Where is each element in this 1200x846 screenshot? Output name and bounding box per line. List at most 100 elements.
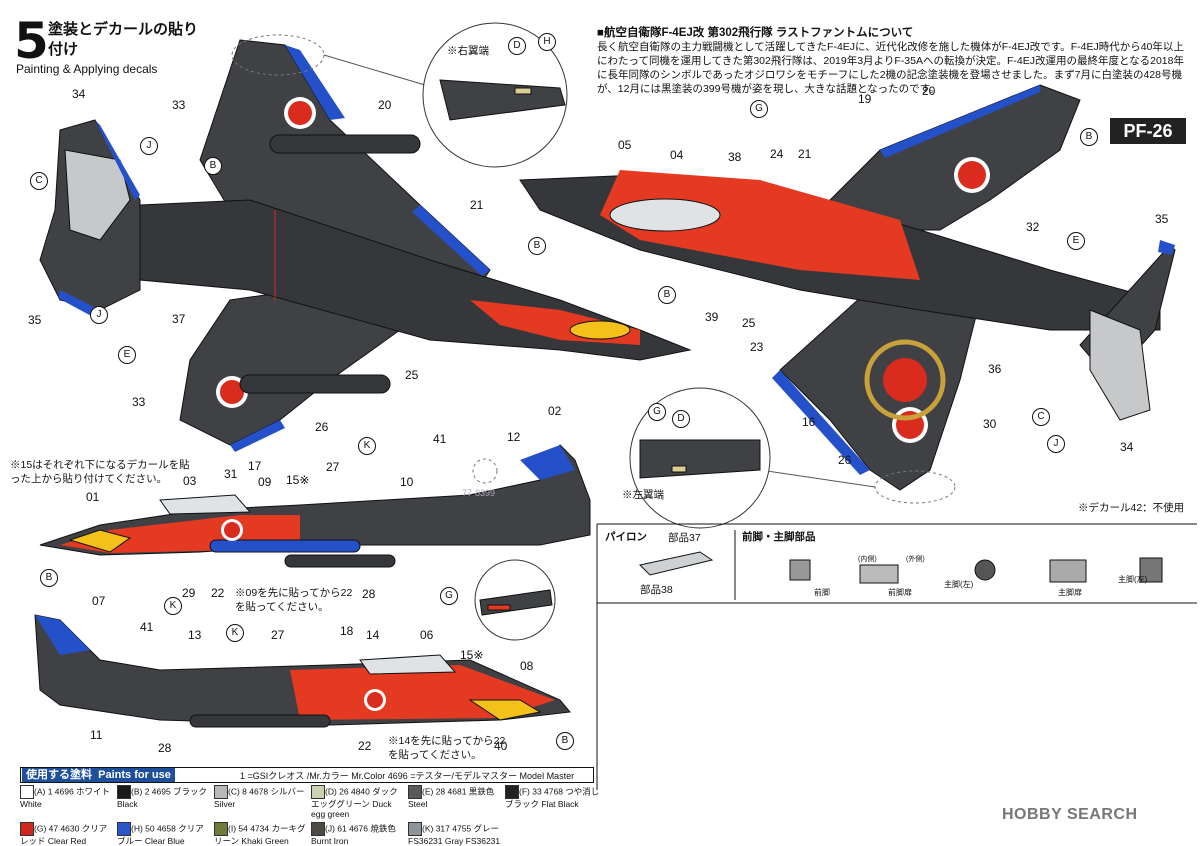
callout-34b: 34	[1120, 440, 1134, 454]
paint-label: (E) 28 4681 黒鉄色 Steel	[408, 786, 495, 809]
main-door-label: 主脚扉	[1058, 588, 1082, 597]
callout-39: 39	[705, 310, 719, 324]
paint-swatch	[408, 822, 422, 836]
callout-29: 29	[182, 586, 196, 600]
paint-item-G: (G) 47 4630 クリアレッド Clear Red	[20, 822, 115, 846]
tail-code: 77-8399	[462, 488, 496, 498]
letter-C: C	[30, 172, 48, 190]
step-number: 5	[14, 12, 49, 70]
paint-item-B: (B) 2 4695 ブラック Black	[117, 785, 212, 819]
inset-right-wingtip: ※右翼端	[447, 45, 489, 57]
paint-item-D: (D) 26 4840 ダックエッググリーン Duck egg green	[311, 785, 406, 819]
letter-G3: G	[440, 587, 458, 605]
bottom-view-aircraft	[519, 84, 1176, 491]
callout-27: 27	[326, 460, 340, 474]
callout-15b: 15※	[460, 648, 484, 662]
main-gear-label: 主脚(左)	[1118, 575, 1148, 584]
paint-swatch	[117, 785, 131, 799]
paint-swatch	[214, 822, 228, 836]
paint-label: (F) 33 4768 つや消しブラック Flat Black	[505, 786, 600, 809]
pylon-part37: 部品37	[668, 532, 701, 544]
about-title: ■航空自衛隊F-4EJ改 第302飛行隊 ラストファントムについて	[597, 27, 914, 39]
letter-B2: B	[658, 286, 676, 304]
callout-34: 34	[72, 87, 86, 101]
note-decal14: ※14を先に貼ってから22を貼ってください。	[388, 735, 506, 761]
callout-25b: 25	[742, 316, 756, 330]
callout-08: 08	[520, 659, 534, 673]
letter-K2: K	[164, 597, 182, 615]
callout-21: 21	[470, 198, 484, 212]
side-view-left	[34, 614, 571, 728]
pylon-part38: 部品38	[640, 584, 673, 596]
callout-24: 24	[770, 147, 784, 161]
letter-B: B	[204, 157, 222, 175]
callout-06: 06	[420, 628, 434, 642]
callout-22b: 22	[358, 739, 372, 753]
callout-28a: 28	[362, 587, 376, 601]
callout-01: 01	[86, 490, 100, 504]
letter-G2: G	[648, 403, 666, 421]
callout-14: 14	[366, 628, 380, 642]
paint-label: (C) 8 4678 シルバー Silver	[214, 786, 305, 809]
callout-25: 25	[405, 368, 419, 382]
callout-13: 13	[188, 628, 202, 642]
side-view-right	[39, 444, 591, 568]
callout-05: 05	[618, 138, 632, 152]
inset-left-wingtip: ※左翼端	[622, 489, 664, 501]
callout-22a: 22	[211, 586, 225, 600]
letter-J3: J	[1047, 435, 1065, 453]
product-badge: PF-26	[1110, 118, 1186, 144]
callout-27b: 27	[271, 628, 285, 642]
callout-11: 11	[90, 728, 103, 742]
callout-40: 40	[494, 739, 508, 753]
callout-37: 37	[172, 312, 186, 326]
letter-E: E	[118, 346, 136, 364]
paint-item-E: (E) 28 4681 黒鉄色 Steel	[408, 785, 503, 819]
callout-03: 03	[183, 474, 197, 488]
paint-item-I: (I) 54 4734 カーキグリーン Khaki Green	[214, 822, 309, 846]
letter-K: K	[358, 437, 376, 455]
callout-28b: 28	[158, 741, 172, 755]
note-decal09: ※09を先に貼ってから22を貼ってください。	[235, 587, 353, 613]
callout-18: 18	[340, 624, 354, 638]
callout-17: 17	[248, 459, 262, 473]
paint-swatch	[311, 822, 325, 836]
callout-32: 32	[1026, 220, 1040, 234]
letter-B5: B	[40, 569, 58, 587]
letter-B3: B	[528, 237, 546, 255]
callout-07: 07	[92, 594, 106, 608]
callout-41: 41	[433, 432, 447, 446]
paints-legend: 1 =GSIクレオス /Mr.カラー Mr.Color 4696 =テスター/モ…	[240, 771, 575, 781]
letter-J: J	[140, 137, 158, 155]
callout-26: 26	[315, 420, 329, 434]
letter-G: G	[750, 100, 768, 118]
paint-label: (D) 26 4840 ダックエッググリーン Duck egg green	[311, 786, 398, 819]
callout-30: 30	[983, 417, 997, 431]
letter-H: H	[538, 33, 556, 51]
pylon-title: パイロン	[605, 531, 647, 543]
step-title-en: Painting & Applying decals	[16, 62, 158, 76]
note-decal42: ※デカール42：不使用	[1078, 502, 1185, 514]
note-decal15: ※15はそれぞれ下になるデカールを貼った上から貼り付けてください。	[10, 459, 190, 485]
inner-label: (内側)	[858, 556, 877, 563]
callout-20: 20	[378, 98, 392, 112]
paint-swatch	[311, 785, 325, 799]
callout-35: 35	[28, 313, 42, 327]
callout-19: 19	[858, 92, 872, 106]
callout-20b: 20	[922, 84, 936, 98]
top-view-aircraft	[39, 39, 692, 452]
callout-36: 36	[988, 362, 1002, 376]
letter-J2: J	[90, 306, 108, 324]
callout-26b: 26	[838, 453, 852, 467]
callout-16: 16	[802, 415, 816, 429]
letter-B6: B	[556, 732, 574, 750]
watermark: HOBBY SEARCH	[1002, 806, 1138, 823]
letter-D2: D	[672, 410, 690, 428]
letter-C2: C	[1032, 408, 1050, 426]
paint-label: (B) 2 4695 ブラック Black	[117, 786, 208, 809]
paint-item-F: (F) 33 4768 つや消しブラック Flat Black	[505, 785, 600, 819]
main-gear-left-label: 主脚(左)	[944, 580, 974, 589]
callout-38: 38	[728, 150, 742, 164]
letter-E2: E	[1067, 232, 1085, 250]
